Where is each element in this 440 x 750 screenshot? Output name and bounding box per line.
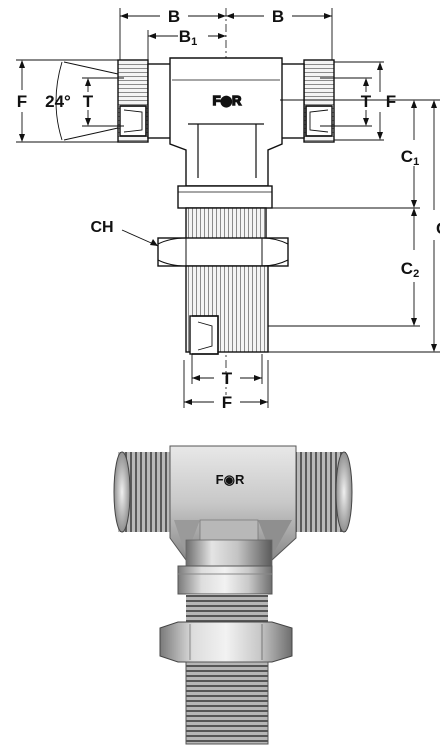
label-c1: C1 <box>401 147 419 168</box>
label-f-left: F <box>17 92 27 111</box>
brand-logo: F◉R <box>204 92 250 109</box>
product-photo: F◉R <box>113 445 353 745</box>
photo-hex-nut <box>159 621 293 663</box>
label-t-right: T <box>361 92 372 111</box>
right-port <box>279 59 335 143</box>
upper-thread <box>185 207 267 241</box>
label-b-left: B <box>168 7 180 26</box>
technical-drawing: F◉R <box>16 7 440 412</box>
label-t-left: T <box>83 92 94 111</box>
label-c-total: C <box>436 219 440 238</box>
lower-shank <box>185 265 269 355</box>
tee-body <box>169 57 283 187</box>
dimension-left <box>16 59 124 143</box>
label-t-bottom: T <box>222 369 233 388</box>
left-port <box>117 59 173 143</box>
hex-nut <box>157 237 289 267</box>
dimension-right-tf <box>320 61 384 141</box>
svg-text:F◉R: F◉R <box>213 93 242 108</box>
dimension-c <box>268 99 440 353</box>
label-b-right: B <box>272 7 284 26</box>
label-f-bottom: F <box>222 393 232 412</box>
label-f-right: F <box>386 92 396 111</box>
label-ch: CH <box>90 219 113 236</box>
label-c2: C2 <box>401 259 419 280</box>
photo-upper-thread <box>186 594 268 624</box>
photo-brand-logo: F◉R <box>216 472 245 487</box>
photo-lower-thread <box>186 662 268 744</box>
label-b1: B1 <box>179 27 197 48</box>
collar <box>177 185 273 209</box>
label-angle: 24° <box>45 92 71 111</box>
photo-collar <box>177 565 273 595</box>
